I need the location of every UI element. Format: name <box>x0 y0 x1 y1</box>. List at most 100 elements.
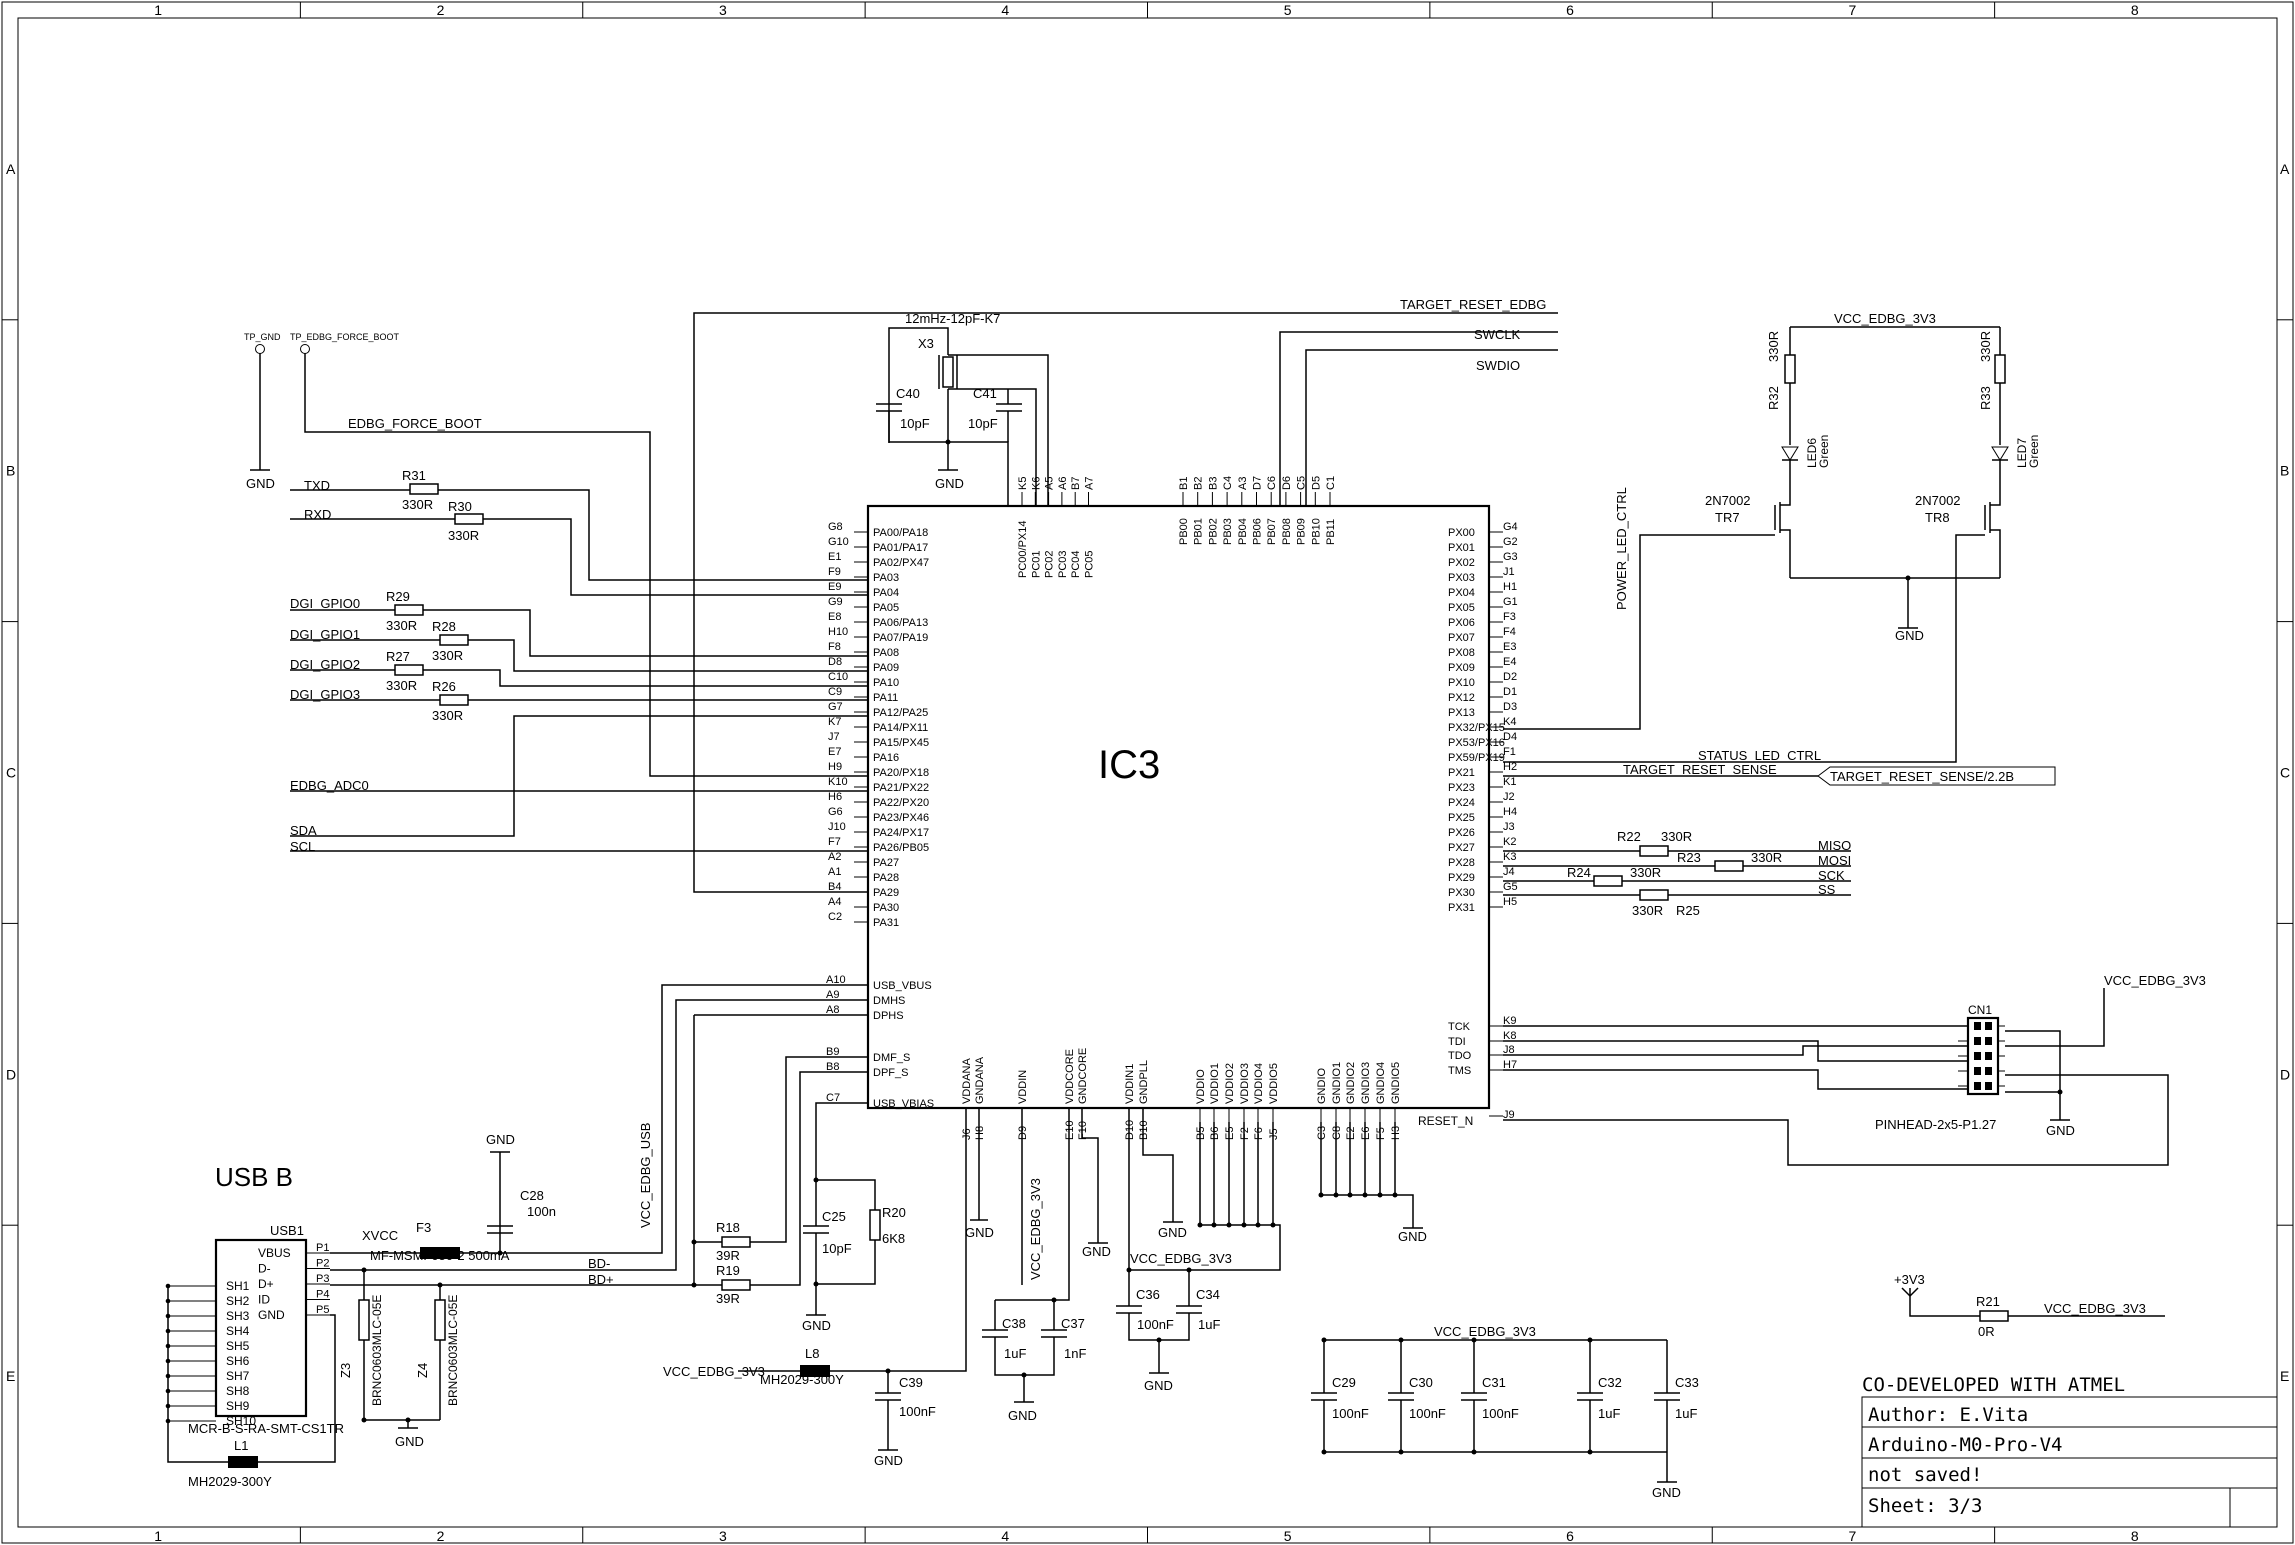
r20-value: 6K8 <box>882 1231 905 1246</box>
gndana-gnd: GND <box>965 1225 994 1240</box>
ic3-pin-label: PX53/PX16 <box>1448 737 1505 749</box>
c33-ref: C33 <box>1675 1375 1699 1390</box>
r29-ref: R29 <box>386 589 410 604</box>
ic3-pin-num: J2 <box>1503 791 1515 803</box>
ic3-pin-num: J1 <box>1503 566 1515 578</box>
ic3-pin-num: A1 <box>828 866 841 878</box>
net-swdio: SWDIO <box>1476 358 1520 373</box>
z3-value: BRNC0603MLC-05E <box>370 1295 384 1406</box>
net-gpio3: DGI_GPIO3 <box>290 687 360 702</box>
c37-ref: C37 <box>1061 1316 1085 1331</box>
ic3-pin-num: K1 <box>1503 776 1516 788</box>
ic3-pin-num: F2 <box>1239 1127 1251 1140</box>
z4-ref: Z4 <box>415 1363 430 1378</box>
net-vcc-edbg-usb: VCC_EDBG_USB <box>638 1123 653 1228</box>
crystal-value: 12mHz-12pF-K7 <box>905 311 1000 326</box>
ic3-pin-num: C2 <box>828 911 842 923</box>
ic3-pin-num: C6 <box>1266 476 1278 490</box>
usb-power-path: XVCC F3 MF-MSMF050-2 500mA GND C28 100n … <box>330 984 906 1333</box>
c30-ref: C30 <box>1409 1375 1433 1390</box>
ic3-pin-num: B4 <box>828 881 841 893</box>
ic3-pin-num: C5 <box>1296 476 1308 490</box>
decoupling-gnd: GND <box>1652 1485 1681 1500</box>
tp-gnd-label: TP_GND <box>244 332 281 342</box>
frame-col-top-2: 2 <box>437 2 445 18</box>
ic3-pin-num: J10 <box>828 821 846 833</box>
ic3-pin-num: J4 <box>1503 866 1515 878</box>
net-gpio0: DGI_GPIO0 <box>290 596 360 611</box>
ic3-pin-label: USB_VBIAS <box>873 1098 934 1110</box>
ic3-pin-num: G9 <box>828 596 843 608</box>
ic3-pin-num: J3 <box>1503 821 1515 833</box>
ic3-pin-num: B2 <box>1193 477 1205 490</box>
frame-col-top-3: 3 <box>719 2 727 18</box>
ic3-pin-label: PX30 <box>1448 887 1475 899</box>
r22-value: 330R <box>1661 829 1692 844</box>
cn1-header: VCC_EDBG_3V3 CN1 GND PINHEAD-2x5-P1.27 <box>1503 973 2206 1166</box>
frame-row-left-E: E <box>6 1368 15 1384</box>
ic3-pin-label: PA10 <box>873 677 899 689</box>
ic3-pin-num: D1 <box>1503 686 1517 698</box>
gndio-block: GND <box>1318 1122 1427 1244</box>
ic3-pin-num: D7 <box>1252 476 1264 490</box>
uart-nets: TXD R31 330R RXD R30 330R <box>290 468 868 596</box>
ic3-pin-label: DMF_S <box>873 1052 910 1064</box>
tr8-value: 2N7002 <box>1915 493 1961 508</box>
r18-ref: R18 <box>716 1220 740 1235</box>
l1-value: MH2029-300Y <box>188 1474 272 1489</box>
r26-ref: R26 <box>432 679 456 694</box>
ic3-pin-label: PX25 <box>1448 812 1475 824</box>
ic3-pin-label: PB08 <box>1281 518 1293 545</box>
gndio-gnd: GND <box>1398 1229 1427 1244</box>
ic3-pin-num: B7 <box>1070 477 1082 490</box>
ic3-pin-num: H3 <box>1390 1126 1402 1140</box>
usb1-shield-label: SH4 <box>226 1324 250 1338</box>
ic3-pin-num: F8 <box>828 641 841 653</box>
net-target-reset-edbg: TARGET_RESET_EDBG <box>1400 297 1546 312</box>
l8-value: MH2029-300Y <box>760 1372 844 1387</box>
c36-gnd: GND <box>1144 1378 1173 1393</box>
r30-value: 330R <box>448 528 479 543</box>
r21-ref: R21 <box>1976 1294 2000 1309</box>
frame-row-left-B: B <box>6 463 15 479</box>
usb1-shield-label: SH3 <box>226 1309 250 1323</box>
net-ss: SS <box>1818 882 1836 897</box>
ic3-pin-num: B8 <box>826 1061 839 1073</box>
net-bdp: BD+ <box>588 1272 614 1287</box>
title-project: Arduino-M0-Pro-V4 <box>1868 1434 2062 1456</box>
c32-value: 1uF <box>1598 1406 1620 1421</box>
ic3-pin-label: PA12/PA25 <box>873 707 928 719</box>
usb1-shield-label: SH5 <box>226 1339 250 1353</box>
cn1-gnd: GND <box>2046 1123 2075 1138</box>
r28-ref: R28 <box>432 619 456 634</box>
ic3-top-pins-a: K5PC00/PX14K6PC01A5PC02A6PC03B7PC04A7PC0… <box>1017 477 1096 578</box>
ic3-pin-label: VDDIO2 <box>1224 1063 1236 1104</box>
ic3-pin-num: E3 <box>1503 641 1516 653</box>
ic3-pin-label: PB00 <box>1178 518 1190 545</box>
net-mosi: MOSI <box>1818 853 1851 868</box>
ic3-pin-num: D4 <box>1503 731 1517 743</box>
net-target-reset-sense: TARGET_RESET_SENSE <box>1623 762 1777 777</box>
ic3-pin-num: G3 <box>1503 551 1518 563</box>
vddana-filter: L8 MH2029-300Y VCC_EDBG_3V3 GND C39 100n… <box>663 1108 994 1468</box>
frame-col-bottom-4: 4 <box>1001 1528 1009 1544</box>
ic3-pin-num: K3 <box>1503 851 1516 863</box>
crystal-ref: X3 <box>918 336 934 351</box>
ic3-pin-label: PX28 <box>1448 857 1475 869</box>
c25-value: 10pF <box>822 1241 852 1256</box>
net-gpio1: DGI_GPIO1 <box>290 627 360 642</box>
ic3-pin-num: D8 <box>828 656 842 668</box>
frame-row-left-A: A <box>6 161 16 177</box>
ic3-pin-num: E6 <box>1360 1127 1372 1140</box>
usb1-pin-num: P4 <box>316 1289 329 1301</box>
usb1-pin-label: ID <box>258 1293 270 1307</box>
ic3-pin-num: A6 <box>1057 477 1069 490</box>
ic3-pin-num: G8 <box>828 521 843 533</box>
ic3-pin-label: GNDIO5 <box>1390 1062 1402 1104</box>
crystal-block: 12mHz-12pF-K7 X3 C40 10pF C41 10pF GND <box>876 311 1049 505</box>
ic3-pin-num: F4 <box>1503 626 1516 638</box>
ic3-pin-label: PC03 <box>1057 550 1069 578</box>
